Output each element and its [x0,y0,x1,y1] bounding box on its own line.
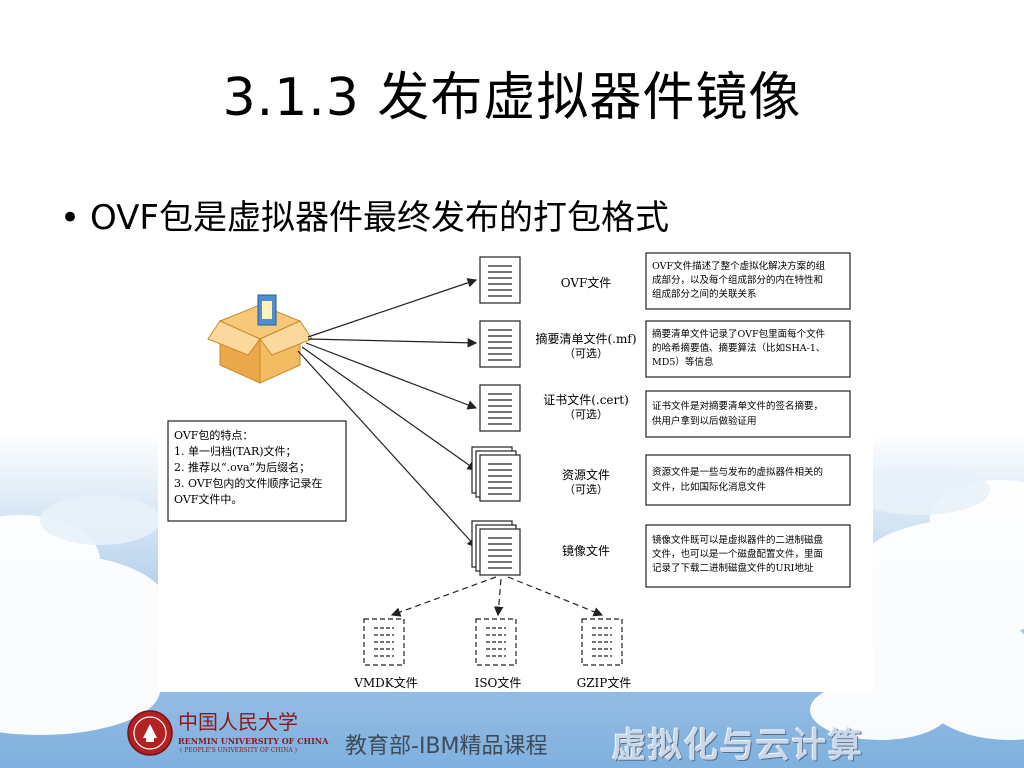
file-sub-manifest: （可选） [564,347,608,360]
university-seal-icon [127,710,173,756]
bullet-dot: • [60,198,81,238]
svg-text:文件，也可以是一个磁盘配置文件，里面: 文件，也可以是一个磁盘配置文件，里面 [652,548,823,560]
description-box-cert: 证书文件是对摘要清单文件的签名摘要， 供用户拿到以后做验证用 [645,390,851,438]
gzip-file-icon [581,618,623,666]
file-sub-cert: （可选） [564,408,608,421]
university-logo: 中国人民大学 RENMIN UNIVERSITY OF CHINA ( PEOP… [126,706,328,760]
svg-text:OVF包的特点：: OVF包的特点： [174,428,253,442]
svg-text:供用户拿到以后做验证用: 供用户拿到以后做验证用 [652,415,757,427]
slide-title: 3.1.3 发布虚拟器件镜像 [222,68,802,128]
bullet-point: •OVF包是虚拟器件最终发布的打包格式 [60,190,669,239]
ovf-file-icon [479,256,521,304]
resource-files-icon [471,446,521,502]
svg-text:OVF文件中。: OVF文件中。 [174,492,242,506]
svg-text:镜像文件既可以是虚拟器件的二进制磁盘: 镜像文件既可以是虚拟器件的二进制磁盘 [652,534,824,546]
svg-text:的哈希摘要值、摘要算法（比如SHA-1、: 的哈希摘要值、摘要算法（比如SHA-1、 [652,342,825,354]
package-box-icon [207,294,313,384]
image-files-icon [471,520,521,576]
file-label-cert: 证书文件(.cert) [543,392,629,407]
description-box-ovf: OVF文件描述了整个虚拟化解决方案的组 成部分，以及每个组成部分的内在特性和 组… [645,252,851,310]
file-label-resource: 资源文件 [562,467,610,482]
connector-arrows [297,278,478,548]
svg-text:文件，比如国际化消息文件: 文件，比如国际化消息文件 [652,481,767,493]
description-box-resource: 资源文件是一些与发布的虚拟器件相关的 文件，比如国际化消息文件 [645,454,851,506]
description-box-image: 镜像文件既可以是虚拟器件的二进制磁盘 文件，也可以是一个磁盘配置文件，里面 记录… [645,524,851,588]
svg-text:3. OVF包内的文件顺序记录在: 3. OVF包内的文件顺序记录在 [174,476,322,490]
file-label-manifest: 摘要清单文件(.mf) [536,331,637,346]
course-name: 教育部-IBM精品课程 [345,734,548,759]
ovf-package-diagram: OVF文件 摘要清单文件(.mf) （可选） 证书文件(.cert) （可选） … [158,243,873,692]
file-label-image: 镜像文件 [562,543,610,558]
image-type-iso: ISO文件 [475,675,522,690]
svg-text:1. 单一归档(TAR)文件；: 1. 单一归档(TAR)文件； [174,444,297,458]
svg-text:摘要清单文件记录了OVF包里面每个文件: 摘要清单文件记录了OVF包里面每个文件 [652,328,826,340]
certificate-file-icon [479,384,521,432]
file-sub-resource: （可选） [564,483,608,496]
vmdk-file-icon [363,618,405,666]
svg-text:MD5）等信息: MD5）等信息 [652,356,713,368]
svg-text:组成部分之间的关联关系: 组成部分之间的关联关系 [652,288,757,300]
bullet-text: OVF包是虚拟器件最终发布的打包格式 [90,198,669,238]
cloud-background [0,465,1024,740]
description-box-manifest: 摘要清单文件记录了OVF包里面每个文件 的哈希摘要值、摘要算法（比如SHA-1、… [645,320,851,378]
svg-text:资源文件是一些与发布的虚拟器件相关的: 资源文件是一些与发布的虚拟器件相关的 [652,466,823,478]
svg-text:记录了下载二进制磁盘文件的URI地址: 记录了下载二进制磁盘文件的URI地址 [652,562,814,574]
manifest-file-icon [479,320,521,368]
svg-text:成部分，以及每个组成部分的内在特性和: 成部分，以及每个组成部分的内在特性和 [652,274,823,286]
image-type-gzip: GZIP文件 [577,675,632,690]
image-type-vmdk: VMDK文件 [353,675,418,690]
image-type-arrows [390,576,604,617]
university-name-cn: 中国人民大学 [178,710,298,734]
iso-file-icon [475,618,517,666]
file-label-ovf: OVF文件 [561,275,612,290]
course-brand-title: 虚拟化与云计算 [612,726,864,766]
ovf-features-box: OVF包的特点： 1. 单一归档(TAR)文件； 2. 推荐以“.ova”为后缀… [167,420,347,522]
svg-text:OVF文件描述了整个虚拟化解决方案的组: OVF文件描述了整个虚拟化解决方案的组 [652,260,826,272]
svg-text:证书文件是对摘要清单文件的签名摘要，: 证书文件是对摘要清单文件的签名摘要， [652,400,823,412]
university-name-en: RENMIN UNIVERSITY OF CHINA [178,736,329,746]
svg-text:2. 推荐以“.ova”为后缀名；: 2. 推荐以“.ova”为后缀名； [174,460,310,474]
university-name-en-alt: ( PEOPLE'S UNIVERSITY OF CHINA ) [180,747,297,754]
